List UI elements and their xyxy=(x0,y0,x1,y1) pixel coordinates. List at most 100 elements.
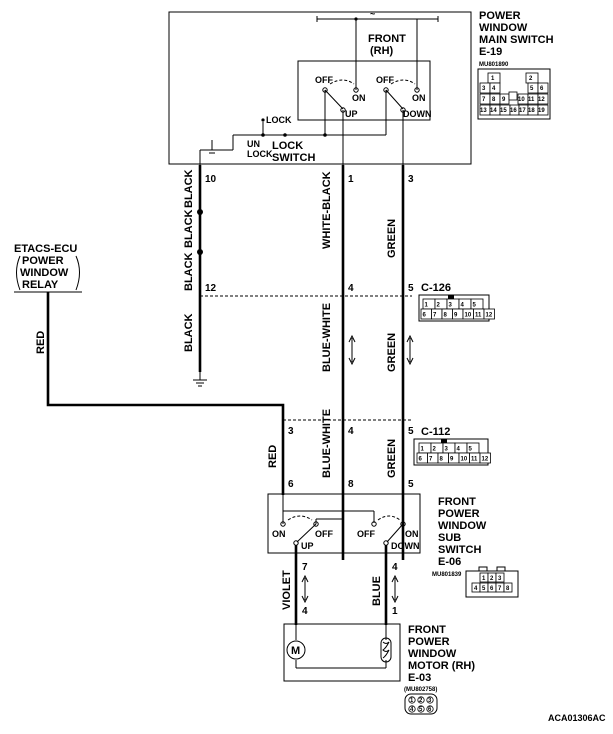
svg-text:1: 1 xyxy=(491,76,495,82)
connector-pin-number: 3 xyxy=(445,447,449,453)
etacs-ecu-block: ETACS-ECU POWER WINDOW RELAY xyxy=(14,243,82,293)
motor-icon xyxy=(286,640,306,660)
wire-label-red-1: RED xyxy=(35,331,47,354)
pin-c126-4: 4 xyxy=(348,283,354,294)
connector-pin-number: 2 xyxy=(433,447,437,453)
front-rh-label-2: (RH) xyxy=(370,45,394,57)
svg-text:2: 2 xyxy=(419,698,423,704)
pin-c112-3: 3 xyxy=(288,426,294,437)
pin-main-10: 10 xyxy=(205,174,217,185)
etacs-label-relay: RELAY xyxy=(22,279,59,291)
sub-down-label: DOWN xyxy=(391,541,420,551)
connector-pin-number: 12 xyxy=(486,313,493,319)
svg-text:11: 11 xyxy=(528,97,535,103)
wire-label-green-2: GREEN xyxy=(386,333,398,372)
pin-sub-5: 5 xyxy=(408,479,414,490)
motor-title-2: POWER xyxy=(408,636,450,648)
pin-sub-4: 4 xyxy=(392,562,398,573)
double-arrow-icons xyxy=(301,334,414,604)
svg-text:5: 5 xyxy=(482,586,486,592)
wire-label-blue-white-2: BLUE-WHITE xyxy=(321,409,333,478)
connector-pin-number: 8 xyxy=(444,313,448,319)
sub-switch-title-2: POWER xyxy=(438,508,480,520)
pin-sub-7: 7 xyxy=(302,562,308,573)
pin-sub-6: 6 xyxy=(288,479,294,490)
svg-text:14: 14 xyxy=(490,108,497,114)
sub-off-label-2: OFF xyxy=(357,529,375,539)
double-arrow-icon xyxy=(301,574,309,604)
pin-main-3: 3 xyxy=(408,174,414,185)
double-arrow-icon xyxy=(391,574,399,604)
main-off-label-2: OFF xyxy=(376,75,394,85)
pin-c126-5: 5 xyxy=(408,283,414,294)
unlock-label-2: LOCK xyxy=(247,149,273,159)
svg-text:2: 2 xyxy=(529,76,533,82)
connector-pin-number: 10 xyxy=(461,457,468,463)
connector-pin-number: 4 xyxy=(461,303,465,309)
connector-pin-number: 11 xyxy=(471,457,478,463)
sub-on-label-2: ON xyxy=(405,529,419,539)
pin-main-1: 1 xyxy=(348,174,354,185)
connector-pin-number: 6 xyxy=(423,313,427,319)
main-down-label: DOWN xyxy=(403,109,432,119)
lock-label: LOCK xyxy=(266,115,292,125)
svg-text:4: 4 xyxy=(410,707,414,713)
svg-text:3: 3 xyxy=(482,86,486,92)
svg-text:13: 13 xyxy=(480,108,487,114)
motor-title-4: MOTOR (RH) xyxy=(408,660,475,672)
svg-text:12: 12 xyxy=(538,97,545,103)
connector-pin-number: 2 xyxy=(437,303,441,309)
sub-up-label: UP xyxy=(301,541,314,551)
etacs-label-power: POWER xyxy=(22,255,64,267)
connector-pin-number: 3 xyxy=(449,303,453,309)
double-arrow-icon xyxy=(406,334,414,366)
wire-label-blue-white-1: BLUE-WHITE xyxy=(321,303,333,372)
main-up-label: UP xyxy=(345,109,358,119)
double-arrow-icon xyxy=(348,334,356,366)
sub-switch-box xyxy=(267,493,421,554)
window-motor: FRONT POWER WINDOW MOTOR (RH) E-03 (MU80… xyxy=(283,623,475,715)
wire-label-blue: BLUE xyxy=(371,576,383,606)
connector-pin-number: 7 xyxy=(429,457,433,463)
svg-text:10: 10 xyxy=(518,97,525,103)
c112-label: C-112 xyxy=(421,426,450,438)
svg-text:5: 5 xyxy=(530,86,534,92)
front-rh-switch-box xyxy=(297,60,431,121)
wire-label-red-2: RED xyxy=(267,445,279,468)
connector-pin-number: 10 xyxy=(465,313,472,319)
front-rh-label-1: FRONT xyxy=(368,33,406,45)
sub-switch-title-1: FRONT xyxy=(438,496,476,508)
lock-switch-label-1: LOCK xyxy=(272,140,303,152)
lock-switch-label-2: SWITCH xyxy=(272,152,315,164)
svg-text:6: 6 xyxy=(490,586,494,592)
wire-label-violet: VIOLET xyxy=(281,570,293,610)
svg-text:3: 3 xyxy=(428,698,432,704)
motor-part-number: (MU802758) xyxy=(404,687,437,693)
wire-label-black-3: BLACK xyxy=(183,252,195,291)
main-switch: POWER WINDOW MAIN SWITCH E-19 MU801890 1… xyxy=(168,9,554,170)
circuit-breaker-icon xyxy=(380,637,392,663)
svg-text:15: 15 xyxy=(500,108,507,114)
wire-label-green-3: GREEN xyxy=(386,439,398,478)
svg-text:9: 9 xyxy=(502,97,506,103)
pin-motor-1: 1 xyxy=(392,606,398,617)
wire-label-black-2: BLACK xyxy=(183,209,195,248)
wire-label-green-1: GREEN xyxy=(386,219,398,258)
main-switch-title-4: E-19 xyxy=(479,46,502,58)
sub-switch-title-4: SUB xyxy=(438,532,461,544)
etacs-label-window: WINDOW xyxy=(20,267,69,279)
sub-switch-connector: 1 2 3 4 5 6 7 8 xyxy=(465,566,519,598)
svg-text:3: 3 xyxy=(498,576,502,582)
connector-pin-number: 4 xyxy=(457,447,461,453)
connector-pin-cell xyxy=(483,308,495,320)
svg-text:7: 7 xyxy=(498,586,502,592)
svg-text:8: 8 xyxy=(506,586,510,592)
svg-text:6: 6 xyxy=(428,707,432,713)
svg-text:5: 5 xyxy=(419,707,423,713)
main-switch-title-1: POWER xyxy=(479,10,521,22)
svg-text:4: 4 xyxy=(492,86,496,92)
main-off-label-1: OFF xyxy=(315,75,333,85)
pin-sub-8: 8 xyxy=(348,479,354,490)
